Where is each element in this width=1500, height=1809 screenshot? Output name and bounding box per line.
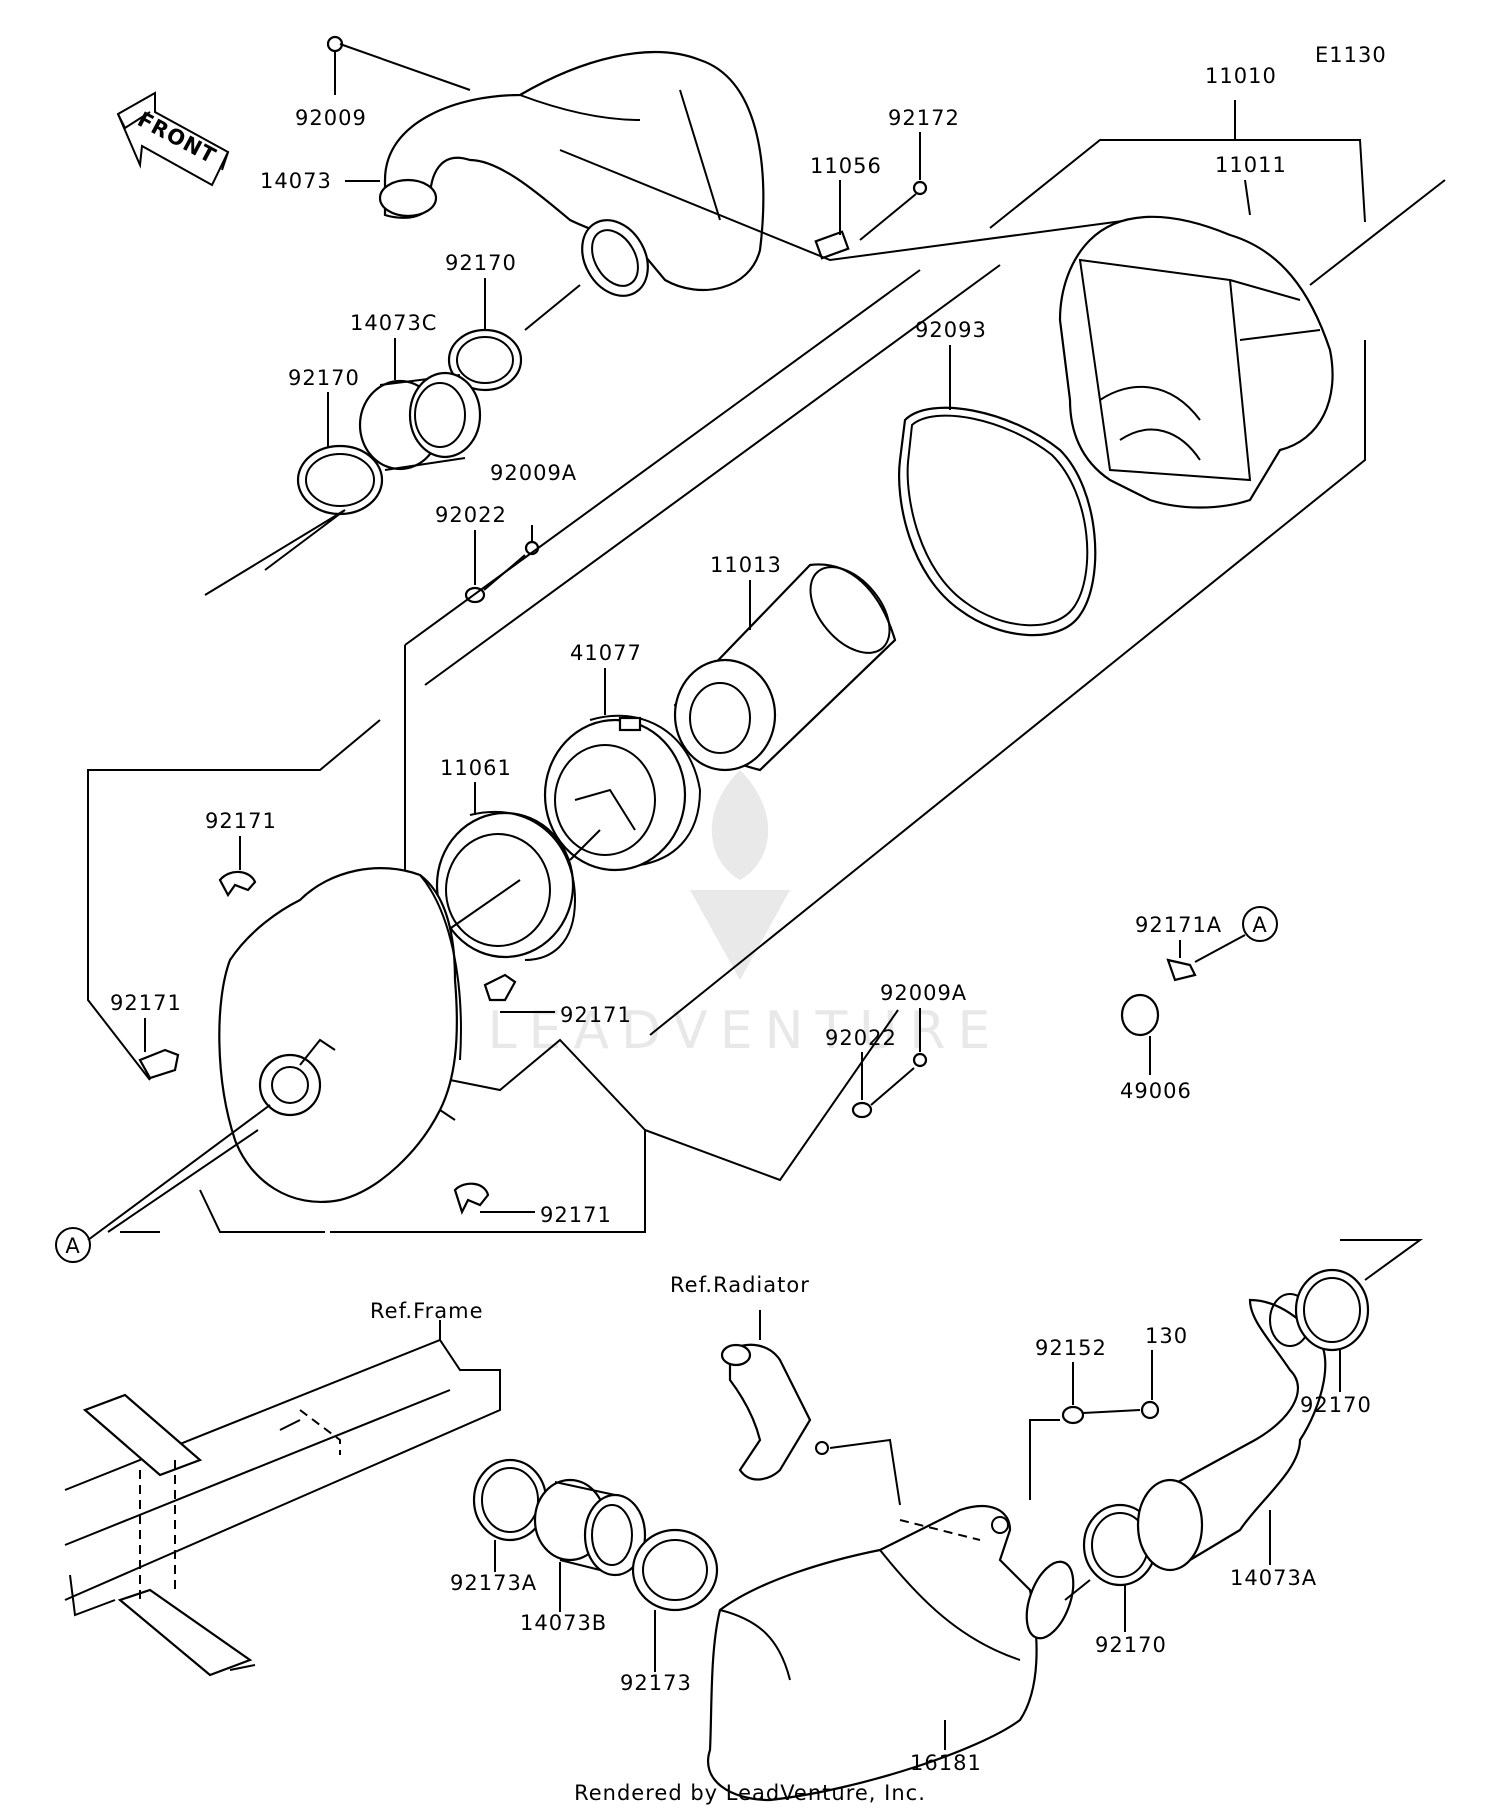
- part-labels: 92009 14073 92172 11056 11010 11011 9217…: [110, 64, 1372, 1775]
- label-11061: 11061: [440, 756, 512, 780]
- bolt-92172: [912, 180, 928, 196]
- screw-92009: [326, 35, 344, 53]
- washer-92152: [1061, 1405, 1085, 1425]
- clip-92171-a: [218, 870, 257, 898]
- label-11013: 11013: [710, 553, 782, 577]
- label-14073: 14073: [260, 169, 332, 193]
- screw-92009A-lower: [912, 1052, 928, 1068]
- label-92093: 92093: [915, 318, 987, 342]
- label-16181: 16181: [910, 1751, 982, 1775]
- nut-130: [1140, 1400, 1160, 1420]
- watermark-flame-icon: [711, 770, 769, 880]
- label-92009A-a: 92009A: [490, 461, 577, 485]
- label-ref-radiator: Ref.Radiator: [670, 1273, 810, 1297]
- bracket-11056: [814, 230, 850, 260]
- label-92170-d: 92170: [1095, 1633, 1167, 1657]
- diagram-code: E1130: [1315, 43, 1387, 67]
- label-92173: 92173: [620, 1671, 692, 1695]
- callout-a-left-label: A: [65, 1234, 80, 1258]
- resonator-16181: [707, 1505, 1075, 1802]
- label-92170-b: 92170: [288, 366, 360, 390]
- label-92152: 92152: [1035, 1336, 1107, 1360]
- air-cleaner-cover: [218, 867, 462, 1203]
- callout-a-right: [1242, 906, 1278, 942]
- clip-92171-b: [138, 1048, 180, 1080]
- label-11010: 11010: [1205, 64, 1277, 88]
- label-11056: 11056: [810, 154, 882, 178]
- gasket-92093: [898, 406, 1097, 637]
- clip-92171-d: [453, 1182, 490, 1215]
- label-92170-c: 92170: [1300, 1393, 1372, 1417]
- clamp-92170-far-right: [1294, 1268, 1370, 1352]
- retainer-41077: [543, 714, 702, 872]
- front-label: FRONT: [134, 107, 221, 168]
- label-41077: 41077: [570, 641, 642, 665]
- clamp-92170-lower: [296, 444, 384, 516]
- label-92171A: 92171A: [1135, 913, 1222, 937]
- label-92171-a: 92171: [205, 809, 277, 833]
- label-14073C: 14073C: [350, 311, 437, 335]
- hose-14073A: [1136, 1293, 1327, 1572]
- washer-92022-lower: [851, 1101, 873, 1119]
- footer-credit: Rendered by LeadVenture, Inc.: [574, 1781, 926, 1805]
- label-49006: 49006: [1120, 1079, 1192, 1103]
- label-92172: 92172: [888, 106, 960, 130]
- label-11011: 11011: [1215, 153, 1287, 177]
- watermark: LEADVENTURE: [488, 770, 990, 1061]
- label-92022-b: 92022: [825, 1026, 897, 1050]
- intake-duct-14073: [378, 50, 765, 297]
- label-92009A-b: 92009A: [880, 981, 967, 1005]
- callout-a-right-label: A: [1252, 913, 1267, 937]
- clamp-92171A: [1166, 958, 1197, 982]
- label-92170-a: 92170: [445, 251, 517, 275]
- radiator-ref: [720, 1343, 829, 1481]
- label-14073A: 14073A: [1230, 1566, 1317, 1590]
- front-arrow-icon: [116, 91, 230, 187]
- air-cleaner-housing-11011: [1058, 215, 1334, 509]
- label-ref-frame: Ref.Frame: [370, 1299, 484, 1323]
- cap-49006: [1120, 993, 1160, 1037]
- callout-a-left: [55, 1227, 91, 1263]
- label-14073B: 14073B: [520, 1611, 607, 1635]
- hose-14073B: [533, 1478, 647, 1577]
- watermark-v-icon: [690, 890, 790, 980]
- frame-ref: [64, 1338, 501, 1677]
- label-92173A: 92173A: [450, 1571, 537, 1595]
- label-92171-b: 92171: [110, 991, 182, 1015]
- clip-92171-c: [483, 973, 517, 1002]
- label-92171-c: 92171: [560, 1003, 632, 1027]
- label-130: 130: [1145, 1324, 1188, 1348]
- hose-14073C: [358, 371, 482, 471]
- seal-11061: [435, 810, 577, 961]
- air-filter-11013: [673, 563, 897, 772]
- clamp-92173: [631, 1528, 719, 1612]
- label-92171-d: 92171: [540, 1203, 612, 1227]
- label-92022-a: 92022: [435, 503, 507, 527]
- label-92009: 92009: [295, 106, 367, 130]
